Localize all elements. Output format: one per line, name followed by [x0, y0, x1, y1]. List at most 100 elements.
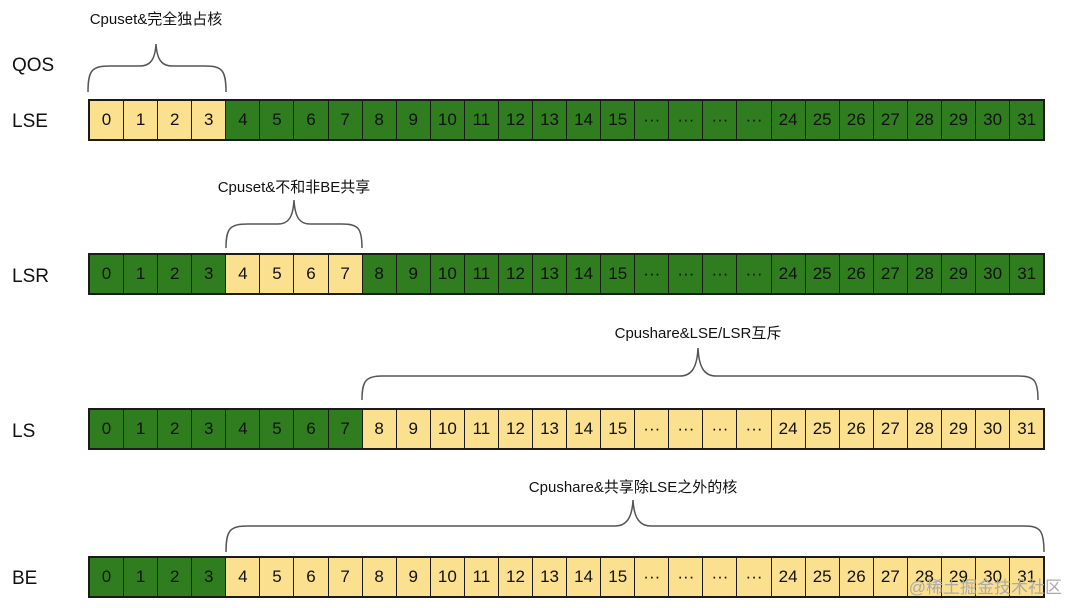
cpu-cell: 11	[464, 558, 498, 596]
cpu-cell: 13	[533, 410, 567, 448]
cpu-cell: 27	[873, 410, 907, 448]
cpu-cell: 3	[192, 255, 226, 293]
annotation-lse: Cpuset&完全独占核	[89, 11, 223, 28]
cpu-cell: 24	[771, 558, 805, 596]
cpu-cell: 6	[294, 558, 328, 596]
cpu-cell: 9	[396, 255, 430, 293]
cpu-cell: 4	[226, 410, 260, 448]
cpu-cell: 6	[294, 101, 328, 139]
cpu-cell: 2	[158, 255, 192, 293]
cpu-cell: 11	[464, 255, 498, 293]
cpu-cell: ···	[737, 101, 771, 139]
cpu-cell: 25	[805, 101, 839, 139]
cpu-cell: ···	[635, 101, 669, 139]
row-label-be: BE	[12, 568, 38, 589]
cpu-cell: ···	[669, 558, 703, 596]
cpu-cell: 0	[90, 101, 124, 139]
cpu-cell: 8	[362, 410, 396, 448]
cpu-cell: 9	[396, 558, 430, 596]
cpu-cell: 12	[498, 101, 533, 139]
cpu-cell: ···	[737, 558, 771, 596]
cpu-cell: 12	[498, 255, 533, 293]
cpu-cell: 3	[192, 410, 226, 448]
cpu-cell: 15	[601, 255, 635, 293]
cpu-cell: ···	[669, 101, 703, 139]
cpu-cell: 0	[90, 410, 124, 448]
cpu-cell: 9	[396, 410, 430, 448]
cpu-cell: 26	[839, 410, 873, 448]
row-label-lsr: LSR	[12, 266, 49, 287]
cpu-cell: ···	[737, 255, 771, 293]
cpu-cell: 4	[226, 101, 260, 139]
cpu-cell: 25	[805, 255, 839, 293]
annotation-lsr: Cpuset&不和非BE共享	[217, 179, 371, 196]
cpu-cell: 25	[805, 410, 839, 448]
cpu-cell: 2	[158, 558, 192, 596]
cpu-cell: 7	[328, 255, 362, 293]
cpu-cell: 29	[941, 558, 976, 596]
cpu-cell: 5	[260, 255, 294, 293]
row-label-lse: LSE	[12, 111, 48, 132]
cpu-cell: 2	[158, 101, 192, 139]
cpu-cell: ···	[703, 410, 737, 448]
cpu-cell: ···	[635, 410, 669, 448]
brace-ls	[361, 347, 1039, 401]
cpu-cell: 1	[124, 558, 158, 596]
cpu-cell: 31	[1010, 410, 1044, 448]
cpu-cell: ···	[669, 410, 703, 448]
cpu-cell: 31	[1010, 558, 1044, 596]
cpu-cell: 14	[567, 558, 601, 596]
cpu-cell: 9	[396, 101, 430, 139]
cpu-cell: 29	[941, 255, 976, 293]
cpu-cell: 3	[192, 558, 226, 596]
cpu-cell: 1	[124, 410, 158, 448]
cpu-cell: 24	[771, 101, 805, 139]
cpu-cell: 27	[873, 255, 907, 293]
cpu-cell: 28	[907, 101, 941, 139]
cpu-cell: 12	[498, 410, 533, 448]
cpu-cell: ···	[737, 410, 771, 448]
cpu-cell: ···	[703, 255, 737, 293]
cpu-cell: 1	[124, 101, 158, 139]
cpu-cell: 5	[260, 101, 294, 139]
cpu-cell: 30	[976, 558, 1010, 596]
cpu-cell: 25	[805, 558, 839, 596]
cpu-cell: 31	[1010, 255, 1044, 293]
cpu-cell: 24	[771, 410, 805, 448]
cpu-cell: 8	[362, 558, 396, 596]
cpu-cell: 0	[90, 255, 124, 293]
brace-lsr	[225, 199, 363, 249]
cpu-cell: ···	[669, 255, 703, 293]
cpu-cell: ···	[703, 558, 737, 596]
cpu-cell: 7	[328, 101, 362, 139]
cpu-cell: 13	[533, 558, 567, 596]
cpu-cell: 8	[362, 255, 396, 293]
cpu-cell: 15	[601, 558, 635, 596]
cpu-cell: 29	[941, 410, 976, 448]
qos-header: QOS	[12, 55, 55, 76]
cpu-cell: 10	[430, 410, 464, 448]
brace-be	[225, 499, 1045, 553]
cpu-cell: 1	[124, 255, 158, 293]
cpu-cell: 4	[226, 558, 260, 596]
cpu-cell: 4	[226, 255, 260, 293]
cpu-cell: 3	[192, 101, 226, 139]
cpu-cell: 30	[976, 101, 1010, 139]
cpu-cell: ···	[703, 101, 737, 139]
cpu-cell: 6	[294, 410, 328, 448]
cpu-cell: 28	[907, 255, 941, 293]
cpu-cell: 31	[1010, 101, 1044, 139]
cpu-cell: 8	[362, 101, 396, 139]
cpu-cell: 13	[533, 255, 567, 293]
cpu-cell: 27	[873, 558, 907, 596]
cpu-cell: 0	[90, 558, 124, 596]
cpu-cell: 27	[873, 101, 907, 139]
cpu-cell: ···	[635, 558, 669, 596]
cpu-cell: 13	[533, 101, 567, 139]
cpu-cell: 7	[328, 558, 362, 596]
cpu-cell: 7	[328, 410, 362, 448]
